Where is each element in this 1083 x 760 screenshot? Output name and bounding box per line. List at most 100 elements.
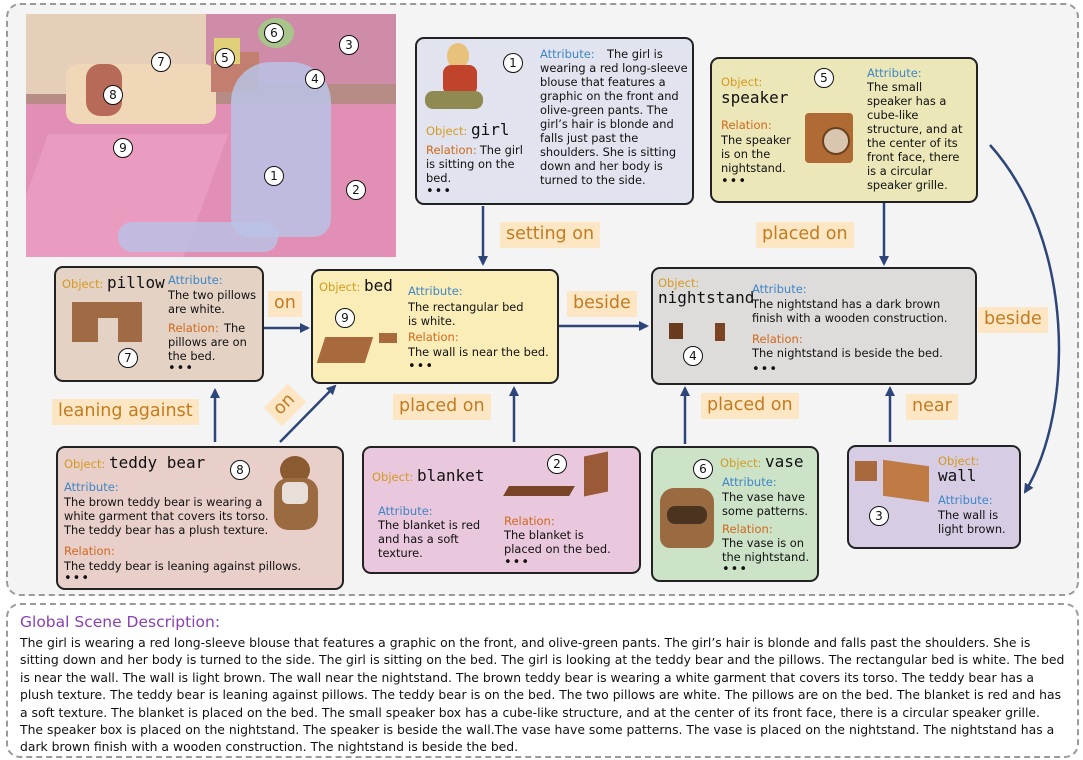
attribute-text: wearing a red long-sleeve: [540, 61, 688, 75]
attribute-text: cube-like: [867, 108, 919, 122]
ellipsis: •••: [64, 571, 91, 586]
attribute-text: turned to the side.: [540, 173, 646, 187]
relation-label: Relation:: [426, 143, 477, 157]
global-description-title: Global Scene Description:: [20, 613, 221, 631]
object-label: Object:: [721, 75, 763, 89]
node-number: 2: [547, 454, 567, 474]
relation-label: Relation:: [168, 321, 219, 335]
scene-photo: 1 2 3 4 5 6 7 8 9: [26, 14, 396, 257]
attribute-label: Attribute:: [64, 480, 119, 494]
attribute-text: texture.: [378, 546, 423, 560]
attribute-text: The girl is: [607, 47, 663, 61]
object-name: nightstand: [658, 288, 755, 307]
object-name: blanket: [416, 466, 485, 485]
attribute-text: down and her body is: [540, 159, 663, 173]
relation-text: The wall is near the bed.: [408, 345, 549, 359]
relation-text: nightstand.: [721, 161, 786, 175]
node-vase: 6 Object: vase Attribute: The vase have …: [651, 446, 819, 582]
ellipsis: •••: [722, 562, 749, 577]
relation-text: The vase is on: [722, 536, 804, 550]
nightstand-thumbnail: [669, 323, 683, 339]
relation-label: Relation:: [64, 544, 115, 558]
edge-label-on: on: [268, 291, 302, 317]
relation-label: Relation:: [722, 522, 773, 536]
attribute-label: Attribute:: [168, 273, 223, 287]
relation-label: Relation:: [752, 332, 803, 346]
attribute-text: are white.: [168, 302, 225, 316]
attribute-text: The brown teddy bear is wearing a: [64, 495, 263, 509]
object-name: vase: [764, 452, 804, 471]
attribute-label: Attribute:: [938, 493, 993, 507]
edge-label-beside: beside: [978, 307, 1048, 333]
edge-label-leaning-against: leaning against: [52, 399, 199, 425]
node-number: 3: [869, 506, 889, 526]
attribute-text: some patterns.: [722, 504, 809, 518]
node-number: 7: [118, 348, 138, 368]
global-description-panel: [6, 603, 1079, 758]
ellipsis: •••: [168, 361, 195, 376]
object-name: girl: [470, 120, 510, 139]
node-number: 6: [693, 459, 713, 479]
attribute-text: speaker has a: [867, 94, 947, 108]
attribute-text: The wall is: [938, 508, 999, 522]
object-label: Object:: [64, 457, 106, 471]
object-name: bed: [363, 276, 393, 295]
ellipsis: •••: [426, 184, 453, 199]
object-label: Object:: [62, 277, 104, 291]
relation-text: bed.: [426, 171, 452, 185]
relation-text: is on the: [721, 147, 771, 161]
attribute-text: the center of its: [867, 136, 958, 150]
object-label: Object:: [658, 276, 700, 290]
attribute-text: finish with a wooden construction.: [752, 311, 948, 325]
attribute-text: shoulders. She is sitting: [540, 145, 677, 159]
object-name: teddy bear: [108, 453, 206, 472]
edge-label-near: near: [906, 394, 958, 420]
attribute-text: The vase have: [722, 490, 806, 504]
attribute-text: and has a soft: [378, 532, 459, 546]
attribute-label: Attribute:: [867, 66, 922, 80]
attribute-text: is a circular: [867, 164, 933, 178]
edge-label-placed-on: placed on: [756, 222, 854, 248]
node-number: 5: [814, 68, 834, 88]
blanket-thumbnail: [584, 451, 608, 497]
edge-label-setting-on: setting on: [500, 222, 601, 248]
attribute-text: The small: [867, 80, 923, 94]
node-girl: 1 Object: girl Relation: Relation: The g…: [415, 37, 694, 205]
edge-label-placed-on: placed on: [701, 393, 799, 419]
ellipsis: •••: [752, 362, 779, 377]
relation-text: The teddy bear is leaning against pillow…: [64, 559, 302, 573]
object-label: Object:: [938, 454, 980, 468]
arrow-speaker-to-wall: [989, 144, 1061, 494]
relation-text: The blanket is: [504, 528, 584, 542]
relation-text: is sitting on the: [426, 157, 515, 171]
node-wall: 3 Object: wall Attribute: The wall is li…: [847, 445, 1021, 549]
attribute-text: light brown.: [938, 522, 1006, 536]
object-label: Object:: [372, 470, 414, 484]
attribute-text: falls just past the: [540, 131, 639, 145]
node-number: 1: [503, 53, 523, 73]
relation-text: the nightstand.: [722, 550, 810, 564]
node-number: 4: [683, 346, 703, 366]
node-teddy-bear: Object: teddy bear 8 Attribute: The brow…: [56, 446, 344, 590]
attribute-label: Attribute:: [540, 47, 595, 61]
relation-label: Relation:: [721, 118, 772, 132]
node-bed: Object: bed 9 Attribute: The rectangular…: [311, 269, 559, 384]
attribute-text: The nightstand has a dark brown: [752, 297, 941, 311]
attribute-text: white garment that covers its torso.: [64, 509, 269, 523]
attribute-text: graphic on the front and: [540, 89, 679, 103]
attribute-label: Attribute:: [378, 504, 433, 518]
attribute-text: blouse that features a: [540, 75, 666, 89]
attribute-label: Attribute:: [722, 475, 777, 489]
node-number: 9: [335, 308, 355, 328]
attribute-text: The blanket is red: [378, 518, 481, 532]
ellipsis: •••: [721, 174, 748, 189]
relation-text: The girl: [479, 143, 523, 157]
attribute-text: The rectangular bed: [408, 300, 524, 314]
attribute-text: front face, there: [867, 150, 960, 164]
relation-text: the bed.: [168, 349, 216, 363]
relation-text: pillows are on: [168, 335, 247, 349]
attribute-label: Attribute:: [752, 282, 807, 296]
object-label: Object:: [426, 124, 468, 138]
object-label: Object:: [720, 456, 762, 470]
